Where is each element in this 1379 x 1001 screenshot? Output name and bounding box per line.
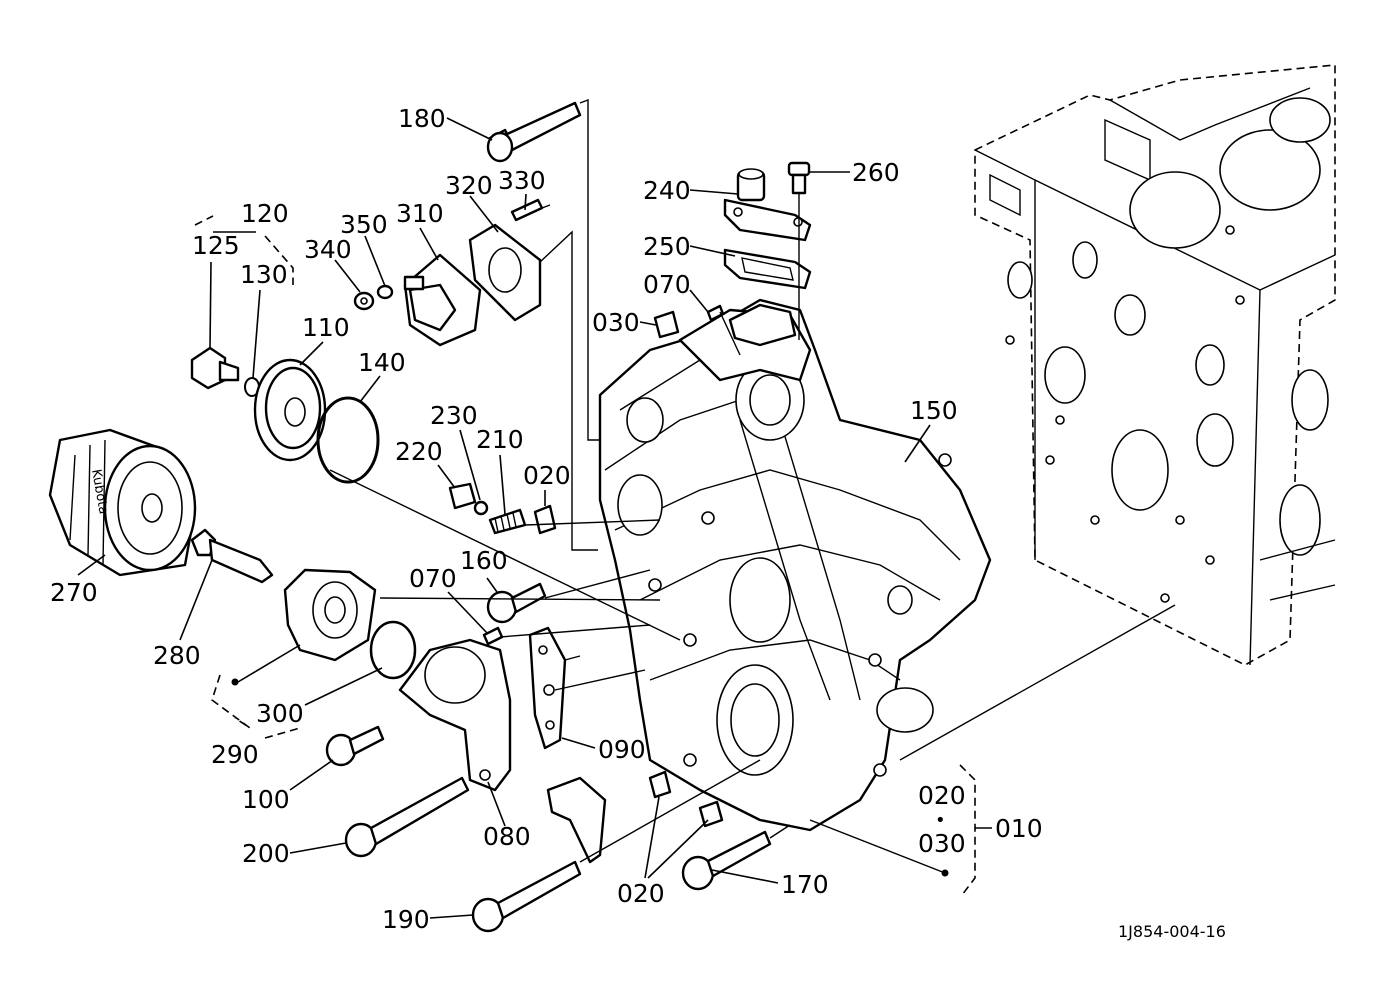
pipe-icon <box>190 528 274 584</box>
label-030-top: 030 <box>592 308 640 337</box>
label-240: 240 <box>643 176 691 205</box>
label-280: 280 <box>153 641 201 670</box>
label-070-left: 070 <box>409 564 457 593</box>
thermostat-housing-icon <box>403 253 482 347</box>
label-090: 090 <box>598 735 646 764</box>
label-170: 170 <box>781 870 829 899</box>
bolt-icon <box>344 776 470 858</box>
ball-icon <box>473 500 489 516</box>
oil-cooler-icon <box>283 568 377 662</box>
note-dot: • <box>935 810 946 831</box>
cylinder-block-icon <box>974 64 1336 666</box>
washer-icon <box>376 284 394 300</box>
label-180: 180 <box>398 104 446 133</box>
label-200: 200 <box>242 839 290 868</box>
bolt-icon <box>486 582 547 624</box>
nut-icon <box>353 291 375 311</box>
label-070-top: 070 <box>643 270 691 299</box>
pin-icon <box>482 626 504 646</box>
oil-filter-bracket-icon <box>253 358 327 462</box>
label-230: 230 <box>430 401 478 430</box>
bolt-icon <box>325 725 385 767</box>
gasket-icon <box>723 248 812 290</box>
label-330: 330 <box>498 166 546 195</box>
label-310: 310 <box>396 199 444 228</box>
label-130: 130 <box>240 260 288 289</box>
label-020-note: 020 <box>918 781 966 810</box>
label-290: 290 <box>211 740 259 769</box>
oil-filter-icon: Kubota <box>48 428 197 577</box>
label-190: 190 <box>382 905 430 934</box>
leader-lines <box>77 98 1176 919</box>
label-250: 250 <box>643 232 691 261</box>
label-120: 120 <box>241 199 289 228</box>
bullet-dot <box>231 678 239 686</box>
bolt-icon <box>681 830 772 891</box>
plug-icon <box>648 770 672 799</box>
gasket-icon <box>528 626 567 750</box>
label-020-plugs: 020 <box>617 879 665 908</box>
bolt-icon <box>471 860 582 933</box>
label-150: 150 <box>910 396 958 425</box>
bracket-icon <box>546 776 607 864</box>
plug-icon <box>190 346 240 390</box>
label-010: 010 <box>995 814 1043 843</box>
bolt-icon <box>787 161 811 195</box>
label-300: 300 <box>256 699 304 728</box>
bolt-icon <box>486 101 582 163</box>
plug-icon <box>698 800 724 828</box>
bolt-icon <box>510 198 544 222</box>
gear-case-icon <box>598 298 992 832</box>
label-350: 350 <box>340 210 388 239</box>
part-labels: 180 260 240 250 070 030 320 330 350 310 … <box>50 104 1226 941</box>
label-080: 080 <box>483 822 531 851</box>
o-ring-icon <box>369 620 417 680</box>
water-flange-icon <box>723 168 812 242</box>
label-320: 320 <box>445 171 493 200</box>
label-140: 140 <box>358 348 406 377</box>
label-110: 110 <box>302 313 350 342</box>
plug-icon <box>533 504 557 535</box>
bullet-dot <box>941 869 949 877</box>
label-020-pulley: 020 <box>523 461 571 490</box>
label-260: 260 <box>852 158 900 187</box>
plug-icon <box>448 482 477 510</box>
label-160: 160 <box>460 546 508 575</box>
label-125: 125 <box>192 231 240 260</box>
drawing-code: 1J854-004-16 <box>1118 922 1226 941</box>
pin-icon <box>706 304 725 322</box>
label-100: 100 <box>242 785 290 814</box>
label-030-note: 030 <box>918 829 966 858</box>
label-340: 340 <box>304 235 352 264</box>
o-ring-icon <box>316 396 380 484</box>
label-210: 210 <box>476 425 524 454</box>
label-220: 220 <box>395 437 443 466</box>
label-270: 270 <box>50 578 98 607</box>
water-pump-icon <box>398 638 512 792</box>
gasket-icon <box>468 223 542 322</box>
plug-icon <box>653 310 680 339</box>
spring-icon <box>488 508 527 535</box>
